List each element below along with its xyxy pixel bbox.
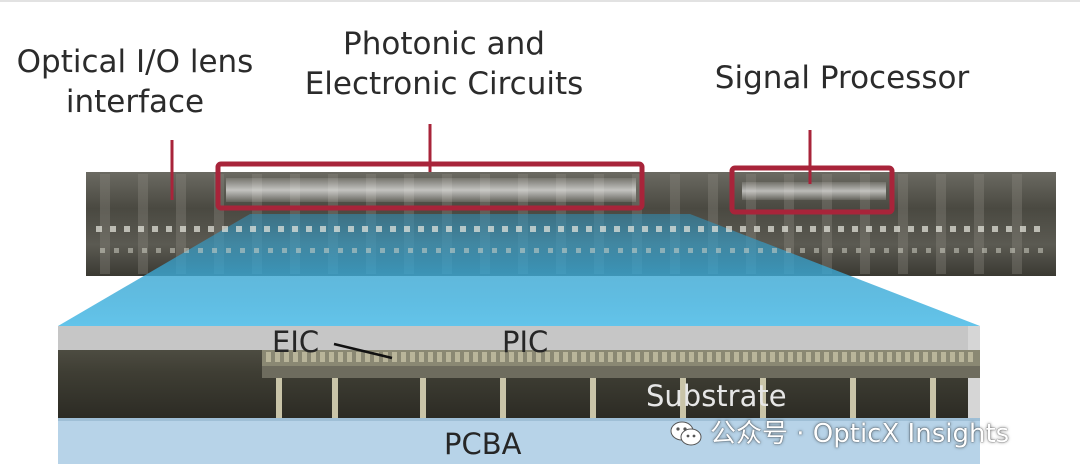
pic-label: PIC [502, 325, 549, 359]
optical-io-label-line1: Optical I/O lens [16, 44, 254, 80]
watermark-text: 公众号 · OpticX Insights [710, 419, 1010, 449]
substrate-pillars [276, 378, 936, 418]
signal-processor-label: Signal Processor [714, 60, 970, 96]
photonic-circuit-band [226, 178, 636, 202]
projection-wedge [58, 214, 980, 326]
signal-processor-band [742, 182, 886, 200]
photonic-circuits-label: Photonic and Electronic Circuits [284, 24, 604, 104]
pcba-label: PCBA [444, 427, 522, 461]
optical-io-label-line2: interface [65, 84, 205, 120]
substrate-layer [262, 366, 980, 378]
bump-row [96, 226, 1043, 253]
eic-pointer [333, 342, 393, 360]
wechat-icon [668, 416, 704, 452]
signal-processor-highlight-box [729, 165, 895, 215]
substrate-label: Substrate [646, 379, 787, 413]
photonic-label-line2: Electronic Circuits [304, 66, 584, 102]
eic-label: EIC [272, 325, 320, 359]
optical-io-label: Optical I/O lens interface [4, 42, 266, 122]
top-grey-strip [58, 326, 968, 350]
pcba-board [58, 418, 980, 464]
photonic-label-line1: Photonic and [343, 26, 545, 62]
pic-bumps [266, 352, 973, 362]
